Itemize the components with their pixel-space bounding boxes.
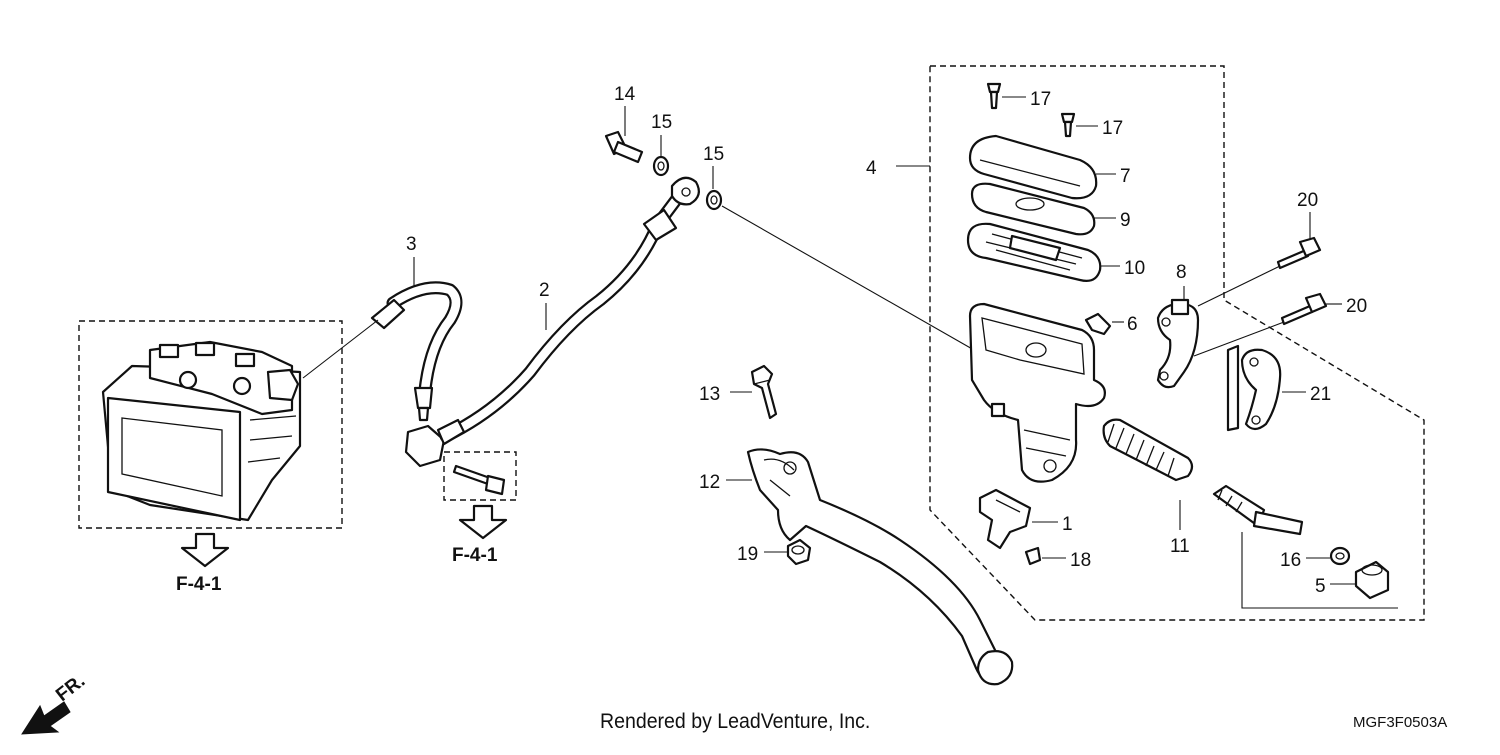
- callout-20a[interactable]: 20: [1297, 190, 1318, 211]
- reference-label-center[interactable]: F-4-1: [452, 545, 498, 566]
- callout-20b[interactable]: 20: [1346, 296, 1367, 317]
- callout-12[interactable]: 12: [699, 472, 720, 493]
- reservoir-cap-7: [968, 134, 1098, 200]
- pivot-nut-5: [1354, 560, 1390, 600]
- callout-15a[interactable]: 15: [651, 112, 672, 133]
- master-cylinder-holder-8: [1156, 302, 1200, 389]
- callout-3[interactable]: 3: [406, 234, 417, 255]
- hollow-down-arrow-icon: [458, 504, 508, 540]
- joint-bolt: [452, 464, 492, 486]
- callout-17b[interactable]: 17: [1102, 118, 1123, 139]
- callout-21[interactable]: 21: [1310, 384, 1331, 405]
- brake-hose-3: 3: [302, 234, 463, 422]
- callout-10[interactable]: 10: [1124, 258, 1145, 279]
- callout-9[interactable]: 9: [1120, 210, 1131, 231]
- callout-17a[interactable]: 17: [1030, 89, 1051, 110]
- callout-4[interactable]: 4: [866, 158, 877, 179]
- master-cylinder-reference-box: [929, 65, 1425, 621]
- hose-joint-block: [404, 424, 446, 468]
- brake-light-switch-1: [978, 488, 1032, 550]
- reference-label-left[interactable]: F-4-1: [176, 574, 222, 595]
- float-6: [1084, 312, 1112, 336]
- callout-16[interactable]: 16: [1280, 550, 1301, 571]
- cap-screw-17b: [1063, 120, 1073, 138]
- lever-group: 13 12 19: [699, 364, 1014, 686]
- holder-group: 8 20 20 21: [1156, 190, 1367, 432]
- master-cylinder-assembly: 4 17 17 7 9 10 6: [866, 65, 1425, 621]
- callout-13[interactable]: 13: [699, 384, 720, 405]
- brake-lever-12: [746, 448, 1006, 684]
- handlebar-holder-21: [1240, 348, 1282, 431]
- washer-16: [1329, 546, 1351, 566]
- callout-18[interactable]: 18: [1070, 550, 1091, 571]
- reference-arrow-left: F-4-1: [176, 532, 230, 595]
- callout-15b[interactable]: 15: [703, 144, 724, 165]
- callout-6[interactable]: 6: [1127, 314, 1138, 335]
- pivot-bolt-13: [750, 364, 778, 420]
- brake-hose-2: 2: [436, 176, 701, 446]
- callout-14[interactable]: 14: [614, 84, 636, 105]
- cap-screw-17a: [989, 90, 999, 110]
- front-direction-indicator: FR.: [21, 671, 89, 735]
- hose-joint-group: F-4-1: [404, 424, 517, 566]
- callout-19[interactable]: 19: [737, 544, 758, 565]
- diagram-code: MGF3F0503A: [1353, 714, 1448, 731]
- pivot-nut-19: [786, 538, 812, 566]
- abs-modulator-group: [78, 320, 343, 529]
- sealing-washer-15a: [652, 155, 670, 177]
- holder-bolt-20b: [1280, 304, 1314, 326]
- front-direction-label: FR.: [52, 671, 89, 706]
- abs-unit-face: [106, 396, 242, 522]
- hollow-down-arrow-icon: [180, 532, 230, 568]
- banjo-bolt-group: 14 15 15: [604, 84, 975, 351]
- dust-boot-11: [1102, 418, 1194, 482]
- joint-reference-box: [443, 451, 517, 501]
- callout-1[interactable]: 1: [1062, 514, 1073, 535]
- callout-8[interactable]: 8: [1176, 262, 1187, 283]
- abs-valve-block: [148, 340, 294, 416]
- front-direction-arrow-icon: [21, 701, 71, 735]
- callout-5[interactable]: 5: [1315, 576, 1326, 597]
- callout-2[interactable]: 2: [539, 280, 550, 301]
- switch-screw-18: [1024, 546, 1042, 566]
- abs-reference-box: [78, 320, 343, 529]
- hose-banjo-fitting: [670, 176, 701, 206]
- sealing-washer-15b: [705, 189, 723, 211]
- callout-7[interactable]: 7: [1120, 166, 1131, 187]
- diaphragm-plate-9: [970, 182, 1096, 236]
- footer-credit: Rendered by LeadVenture, Inc.: [600, 710, 871, 733]
- master-cylinder-body: [968, 302, 1106, 483]
- callout-11[interactable]: 11: [1170, 536, 1190, 557]
